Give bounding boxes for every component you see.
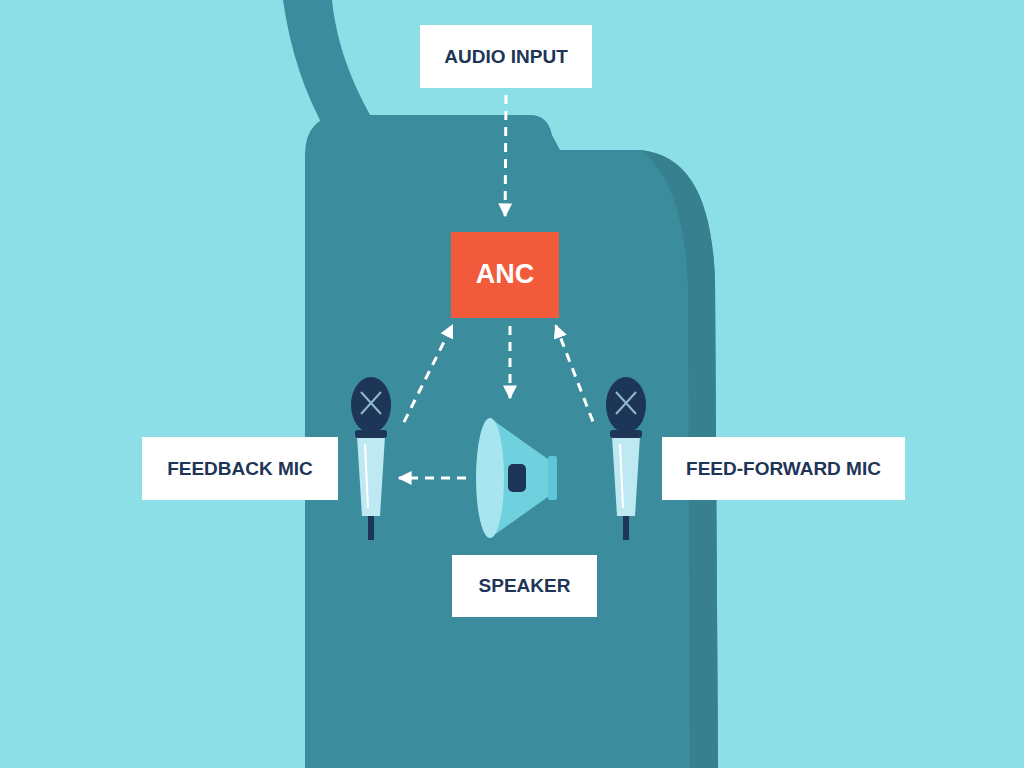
mic-symbol: [351, 377, 391, 540]
signal-arrow: [399, 476, 466, 479]
mic-label: FEED-FORWARD MIC: [600, 378, 905, 540]
signal-arrow: [404, 325, 452, 422]
box-label: SPEAKER: [452, 555, 597, 617]
speaker-label: SPEAKER: [472, 410, 597, 618]
headband: [283, 0, 382, 135]
box-label: AUDIO INPUT: [420, 46, 592, 68]
signal-arrow: [556, 325, 593, 421]
input-box: AUDIO INPUT: [420, 25, 592, 88]
ear-cup: [305, 115, 718, 768]
speaker-symbol: [476, 418, 557, 538]
box-label: FEED-FORWARD MIC: [662, 437, 905, 500]
signal-arrow: [508, 326, 511, 398]
anc-box: ANC: [451, 232, 559, 318]
mic-symbol: [606, 377, 646, 540]
box-label: ANC: [451, 259, 559, 290]
box-label: FEEDBACK MIC: [142, 437, 338, 500]
signal-arrow: [504, 95, 508, 216]
mic-label: FEEDBACK MIC: [142, 378, 395, 540]
